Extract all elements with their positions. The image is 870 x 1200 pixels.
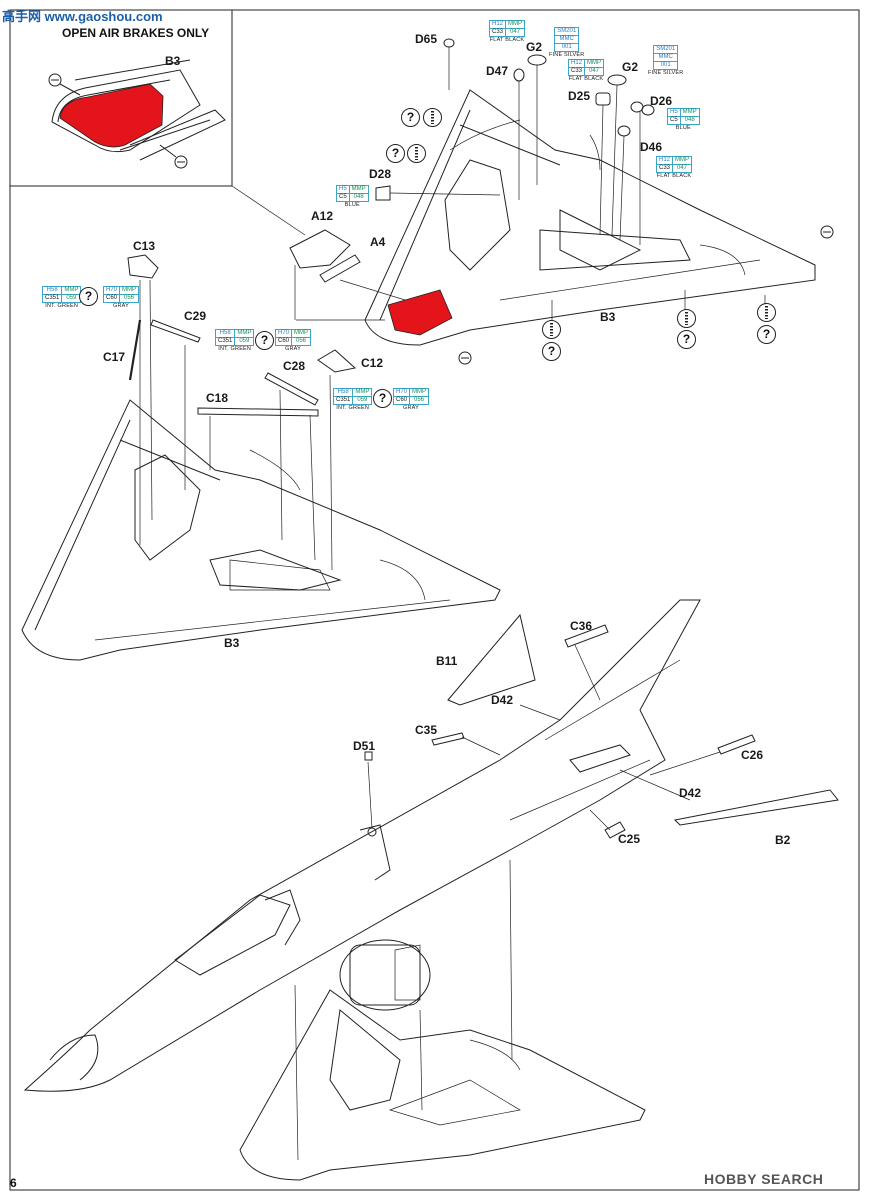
part-label-d42: D42 (679, 786, 702, 800)
airbrake-highlight (59, 83, 453, 336)
question-icon: ? (542, 342, 561, 361)
part-label-d65: D65 (415, 32, 438, 46)
inset-airbrake-drawing (48, 59, 226, 169)
question-icon: ? (255, 331, 274, 350)
part-label-c35: C35 (415, 723, 438, 737)
part-label-b3: B3 (224, 636, 240, 650)
watermark-hobby-search: HOBBY SEARCH (704, 1171, 824, 1187)
part-label-b3: B3 (600, 310, 616, 324)
part-label-c28: C28 (283, 359, 306, 373)
part-label-d51: D51 (353, 739, 376, 753)
page-frame (9, 9, 860, 1191)
part-label-g2: G2 (526, 40, 543, 54)
part-label-a4: A4 (370, 235, 386, 249)
color-callout-fine-silver: SM201 MMC 001 FINE SILVER (549, 27, 585, 58)
question-icon: ? (79, 287, 98, 306)
question-icon: ? (401, 108, 420, 127)
part-label-c12: C12 (361, 356, 384, 370)
decal-icon (542, 320, 561, 339)
watermark-logo: 高手网 www.gaoshou.com (2, 9, 163, 24)
part-label-b2: B2 (775, 833, 791, 847)
part-label-d25: D25 (568, 89, 591, 103)
main-leaders (294, 644, 721, 1161)
part-label-b3-inset: B3 (165, 54, 181, 68)
fuselage-drawing (23, 599, 839, 1181)
left-leaders (139, 279, 333, 571)
part-label-d46: D46 (640, 140, 663, 154)
part-label-c17: C17 (103, 350, 126, 364)
question-icon: ? (386, 144, 405, 163)
upper-wing-drawing (289, 38, 834, 365)
part-label-c25: C25 (618, 832, 641, 846)
part-label-c13: C13 (133, 239, 156, 253)
part-label-d28: D28 (369, 167, 392, 181)
left-wing-drawing (21, 254, 501, 661)
decal-icon (423, 108, 442, 127)
part-label-a12: A12 (311, 209, 334, 223)
part-label-c36: C36 (570, 619, 593, 633)
part-label-b11: B11 (436, 654, 458, 668)
part-label-g2: G2 (622, 60, 639, 74)
part-label-c18: C18 (206, 391, 229, 405)
part-label-c26: C26 (741, 748, 764, 762)
inset-title: OPEN AIR BRAKES ONLY (62, 26, 210, 40)
page-number: 6 (10, 1176, 17, 1190)
question-icon: ? (373, 389, 392, 408)
part-label-c29: C29 (184, 309, 207, 323)
question-icon: ? (677, 330, 696, 349)
decal-icon (757, 303, 776, 322)
part-label-d26: D26 (650, 94, 673, 108)
upper-leaders (294, 47, 766, 321)
part-label-d42: D42 (491, 693, 514, 707)
question-icon: ? (757, 325, 776, 344)
decal-icon (677, 309, 696, 328)
part-label-d47: D47 (486, 64, 509, 78)
decal-icon (407, 144, 426, 163)
color-callout-fine-silver: SM201 MMC 001 FINE SILVER (648, 45, 684, 76)
